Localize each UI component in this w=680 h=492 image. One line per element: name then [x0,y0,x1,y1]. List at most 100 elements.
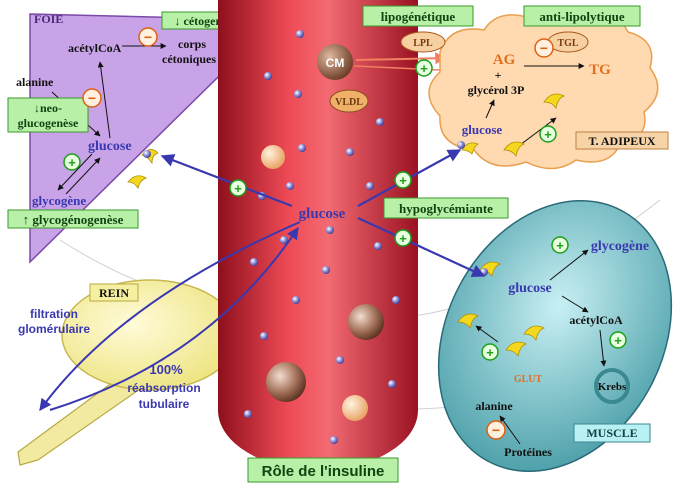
arrow-glucose-filtration [39,221,301,411]
muscle-acetylcoa: acétylCoA [569,313,623,327]
svg-text:−: − [540,40,548,56]
muscle-glycogene: glycogène [591,239,649,254]
svg-text:−: − [492,422,500,438]
lipoprotein [348,304,384,340]
label-glycogenogenese: ↑ glycogénogenèse [7,209,139,229]
liver: FOIE acétylCoA corps cétoniques alanine … [16,12,278,264]
kidney-filtration-1: filtration [30,307,78,321]
receptor-icon [457,313,480,330]
receptor-icon [461,142,479,155]
tgl-label: TGL [557,38,578,49]
receptor-icon [523,325,546,342]
liver-cetoniques: cétoniques [162,52,216,66]
svg-text:+: + [399,173,407,188]
arrow-glucose-liver [160,154,293,208]
plus-icon: + [63,153,81,171]
liver-label: FOIE [34,12,63,26]
adipose-tg: TG [589,62,611,78]
plus-icon: + [394,171,412,189]
plus-icon: + [481,343,499,361]
svg-text:+: + [556,238,564,253]
arrow-glut-translocation [475,325,499,343]
plus-icon: + [551,236,569,254]
muscle-proteines: Protéines [504,445,552,459]
plus-icon: + [415,59,433,77]
svg-text:glucogenèse: glucogenèse [18,116,79,130]
liver-glycogene: glycogène [32,193,86,208]
svg-text:+: + [614,333,622,348]
diagram-title: Rôle de l'insuline [262,463,385,480]
minus-signs: − − − − [82,27,554,440]
kidney-percent: 100% [149,362,183,377]
lpl-enzyme [400,31,446,53]
label-antilipolytique: anti-lipolytique [523,5,641,27]
arrow-lipoprotein-adipose [355,52,448,65]
arrow-glucose-acetylcoa [97,61,111,139]
liver-glucose: glucose [88,139,132,154]
glucose-molecule [457,141,465,149]
minus-icon: − [486,420,506,440]
glucose-molecules [244,30,400,444]
adipose-ag: AG [493,52,516,68]
arrow-glucose-glycerol [485,99,495,119]
vldl [329,89,369,113]
label-neoglucogenese: ↓neo- glucogenèse [7,97,89,133]
adipose-glucose: glucose [462,122,503,137]
svg-text:↓neo-: ↓neo- [34,101,62,115]
arrow-proteines-alanine [499,415,521,445]
arrow-glucose-acetylcoa-muscle [561,295,589,313]
adipose-label: T. ADIPEUX [588,134,655,148]
chylomicron [317,44,353,80]
plus-icon: + [229,179,247,197]
vessel-glucose: glucose [299,206,346,222]
glucose-flux-arrows [39,149,486,411]
plus-icon: + [609,331,627,349]
lipoprotein [266,362,306,402]
vldl-label: VLDL [335,97,363,108]
kidney-reabsorption-2: tubulaire [139,397,190,411]
cm-label: CM [326,56,345,70]
plus-icon: + [394,229,412,247]
label-hypoglycemiante: hypoglycémiante [383,197,509,219]
muscle-label: MUSCLE [586,426,637,440]
liver-corps: corps [178,37,206,51]
svg-text:+: + [420,61,428,76]
muscle-krebs: Krebs [598,381,627,393]
svg-text:−: − [144,29,152,45]
lipoprotein [342,395,368,421]
glucose-molecule [143,150,151,158]
adipose-tissue: LPL TGL AG + glycérol 3P TG glucose T. A… [400,6,669,170]
adipose-plus: + [495,68,502,82]
svg-text:↑ glycogénogenèse: ↑ glycogénogenèse [23,212,124,227]
svg-text:+: + [544,127,552,142]
krebs-cycle-icon [594,368,630,404]
receptor-icon [543,93,566,110]
minus-icon: − [138,27,158,47]
receptor-icon [127,175,147,189]
kidney-label: REIN [99,286,129,300]
lipoprotein [261,145,285,169]
arrow-reabsorption-glucose [49,227,299,411]
svg-text:hypoglycémiante: hypoglycémiante [399,201,493,216]
liver-acetylcoa: acétylCoA [68,41,122,55]
arrow-glycogene-glucose [65,157,101,195]
muscle: glycogène glucose acétylCoA GLUT Krebs a… [437,200,673,472]
minus-icon: − [534,38,554,58]
svg-text:+: + [68,155,76,170]
minus-icon: − [82,88,102,108]
plus-icon: + [539,125,557,143]
arrow-glucose-muscle [357,217,486,278]
svg-text:+: + [486,345,494,360]
adipose-glycerol: glycérol 3P [468,83,525,97]
label-lipogenetique: lipogénétique [362,5,474,27]
svg-text:+: + [399,231,407,246]
receptor-icon [503,141,526,158]
title-box: Rôle de l'insuline [247,457,399,483]
lpl-label: LPL [413,38,433,49]
blood-vessel: CM VLDL [218,0,418,470]
muscle-glucose: glucose [508,281,552,296]
receptor-icon [505,341,528,358]
svg-text:−: − [88,90,96,106]
liver-shape [29,13,278,264]
